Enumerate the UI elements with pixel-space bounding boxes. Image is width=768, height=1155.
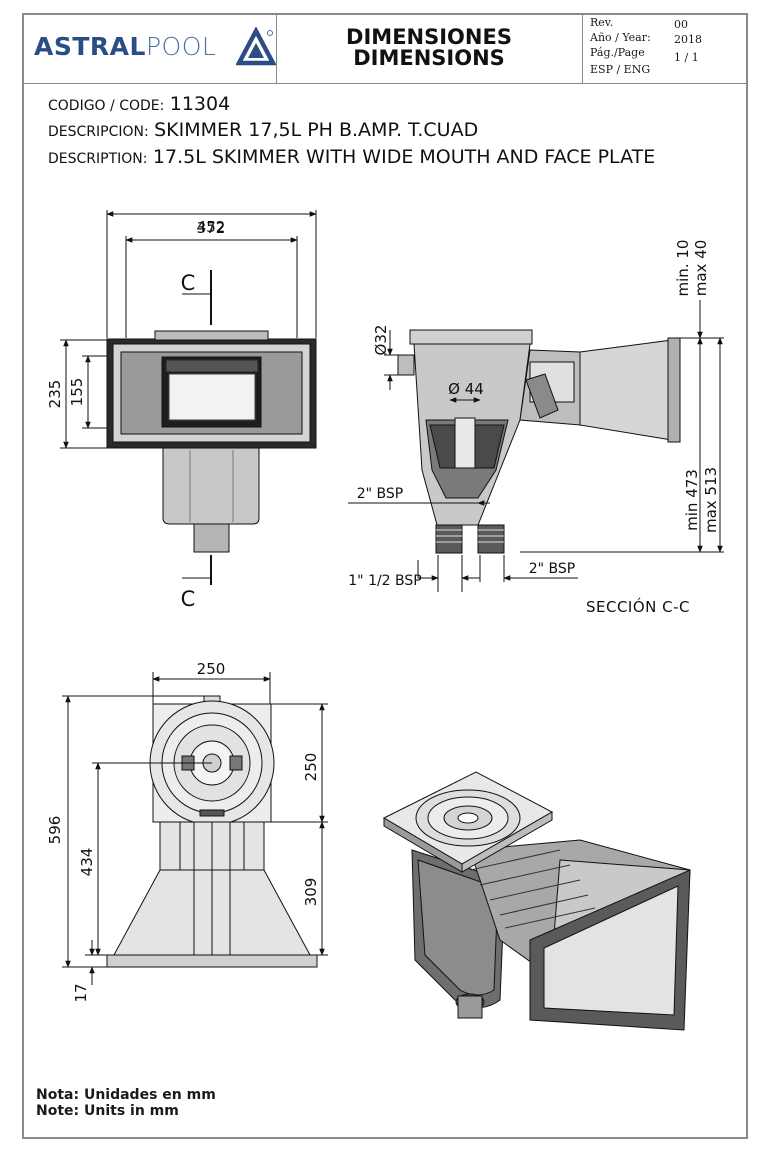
dim-center-dia: Ø 44 bbox=[448, 380, 484, 398]
section-view bbox=[397, 329, 681, 554]
title-en: DIMENSIONS bbox=[353, 46, 505, 70]
page-label: Pág./Page bbox=[590, 46, 645, 59]
desc-es-line: DESCRIPCION: SKIMMER 17,5L PH B.AMP. T.C… bbox=[48, 119, 478, 141]
max-top-label: max 40 bbox=[692, 240, 710, 297]
code-label: CODIGO / CODE: bbox=[48, 98, 165, 114]
section-caption: SECCIÓN C-C bbox=[586, 597, 690, 616]
min-top-label: min. 10 bbox=[674, 240, 692, 297]
section-mark-bottom: C bbox=[181, 587, 196, 611]
brand-triangle-icon bbox=[236, 27, 276, 66]
dim-width-inner: 372 bbox=[197, 219, 226, 237]
thread-left: 1" 1/2 BSP bbox=[348, 573, 421, 589]
desc-es-label: DESCRIPCION: bbox=[48, 124, 149, 140]
dim-width-outer: 452 bbox=[197, 218, 226, 236]
rev-label: Rev. bbox=[590, 16, 614, 29]
dim-inlet-dia: Ø32 bbox=[372, 325, 390, 356]
year-label: Año / Year: bbox=[590, 31, 651, 44]
desc-en-label: DESCRIPTION: bbox=[48, 151, 148, 167]
dim-height-outer: 235 bbox=[46, 380, 64, 409]
title-block: ASTRALPOOL DIMENSIONES DIMENSIONS Rev. 0… bbox=[24, 15, 746, 84]
dim-flange: 17 bbox=[72, 983, 90, 1002]
code-value: 11304 bbox=[169, 93, 231, 115]
title-cell: DIMENSIONES DIMENSIONS bbox=[276, 15, 583, 83]
code-line: CODIGO / CODE: 11304 bbox=[48, 93, 230, 115]
max-side-label: max 513 bbox=[702, 467, 720, 533]
dim-height-inner: 155 bbox=[68, 378, 86, 407]
dim-lid-height: 250 bbox=[302, 753, 320, 782]
section-mark-top: C bbox=[181, 271, 196, 295]
desc-en-line: DESCRIPTION: 17.5L SKIMMER WITH WIDE MOU… bbox=[48, 146, 655, 168]
dim-body-height: 309 bbox=[302, 878, 320, 907]
dim-total-height: 596 bbox=[46, 816, 64, 845]
note-es: Nota: Unidades en mm bbox=[36, 1087, 216, 1103]
units-note: Nota: Unidades en mm Note: Units in mm bbox=[36, 1087, 216, 1119]
drawing-sheet: ASTRALPOOL DIMENSIONES DIMENSIONS Rev. 0… bbox=[22, 13, 748, 1139]
note-en: Note: Units in mm bbox=[36, 1103, 179, 1119]
section-dimensions bbox=[348, 300, 724, 592]
revision-block: Rev. 00 Año / Year: 2018 Pág./Page 1 / 1… bbox=[584, 15, 744, 83]
dim-top-width: 250 bbox=[197, 660, 226, 678]
desc-en-value: 17.5L SKIMMER WITH WIDE MOUTH AND FACE P… bbox=[152, 146, 656, 168]
thread-main: 2" BSP bbox=[357, 486, 403, 502]
page-value: 1 / 1 bbox=[674, 51, 699, 64]
logo-cell: ASTRALPOOL bbox=[24, 15, 277, 83]
brand-bold: ASTRAL bbox=[34, 32, 146, 61]
title-es: DIMENSIONES bbox=[346, 25, 512, 49]
thread-right: 2" BSP bbox=[529, 561, 575, 577]
dim-mid-height: 434 bbox=[78, 848, 96, 877]
min-side-label: min 473 bbox=[683, 469, 701, 531]
rev-value: 00 bbox=[674, 18, 688, 31]
brand-logo: ASTRALPOOL bbox=[34, 32, 216, 61]
brand-light: POOL bbox=[145, 32, 217, 61]
isometric-view bbox=[382, 771, 691, 1031]
year-value: 2018 bbox=[674, 33, 702, 46]
front-view bbox=[60, 210, 317, 585]
lang-label: ESP / ENG bbox=[590, 63, 651, 76]
top-view bbox=[62, 672, 328, 985]
desc-es-value: SKIMMER 17,5L PH B.AMP. T.CUAD bbox=[154, 119, 479, 141]
